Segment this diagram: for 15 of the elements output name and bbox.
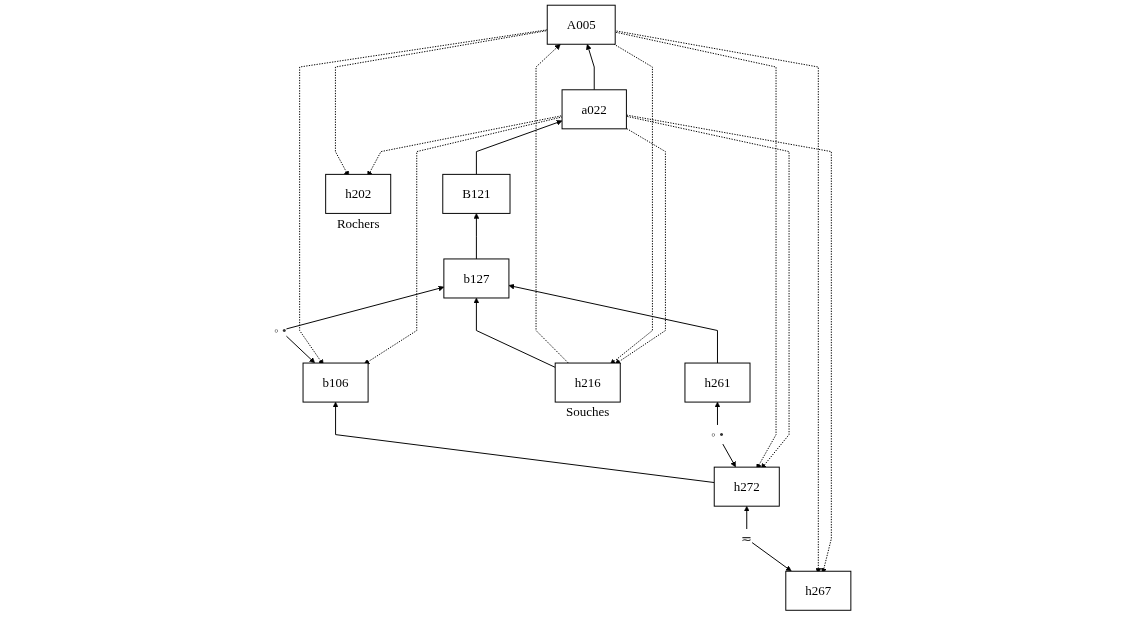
edge-label: ◦ • xyxy=(711,427,725,442)
node-box: A005 xyxy=(547,4,617,45)
node-box: h261 xyxy=(684,362,751,403)
node-box: h216 xyxy=(555,362,622,403)
edge-label: ◦ • xyxy=(274,323,288,338)
edge-label: ≂ xyxy=(741,531,753,546)
node-box: b127 xyxy=(443,258,510,299)
node-caption: Souches xyxy=(566,404,610,420)
node-caption: Rochers xyxy=(337,215,380,231)
node-box: h267 xyxy=(785,570,852,611)
node-box: a022 xyxy=(562,89,628,130)
node-box: b106 xyxy=(303,362,370,403)
node-box: h272 xyxy=(714,466,781,507)
node-box: h202 xyxy=(325,173,392,214)
node-box: B121 xyxy=(442,173,511,214)
